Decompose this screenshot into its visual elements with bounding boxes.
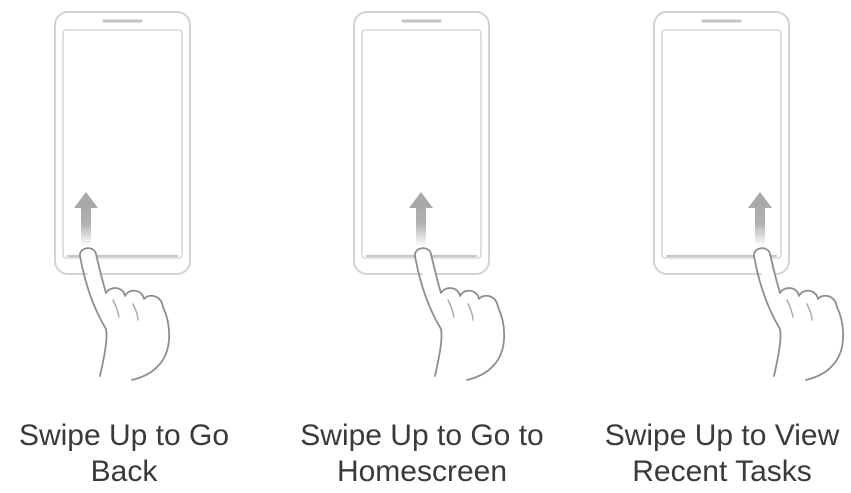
hand-pointer-icon <box>754 248 843 380</box>
gesture-panel-recents <box>654 12 843 380</box>
phone-outline <box>654 12 789 274</box>
gesture-panel-home <box>354 12 504 380</box>
caption-line: Back <box>0 454 264 490</box>
caption-line: Swipe Up to View <box>582 418 851 454</box>
gesture-illustrations <box>0 0 851 400</box>
caption-line: Swipe Up to Go <box>0 418 264 454</box>
caption-line: Homescreen <box>282 454 562 490</box>
caption-recents: Swipe Up to View Recent Tasks <box>582 418 851 490</box>
caption-line: Recent Tasks <box>582 454 851 490</box>
phone-outline <box>55 12 190 274</box>
caption-home: Swipe Up to Go to Homescreen <box>282 418 562 490</box>
caption-line: Swipe Up to Go to <box>282 418 562 454</box>
gesture-panel-back <box>55 12 190 380</box>
caption-back: Swipe Up to Go Back <box>0 418 264 490</box>
